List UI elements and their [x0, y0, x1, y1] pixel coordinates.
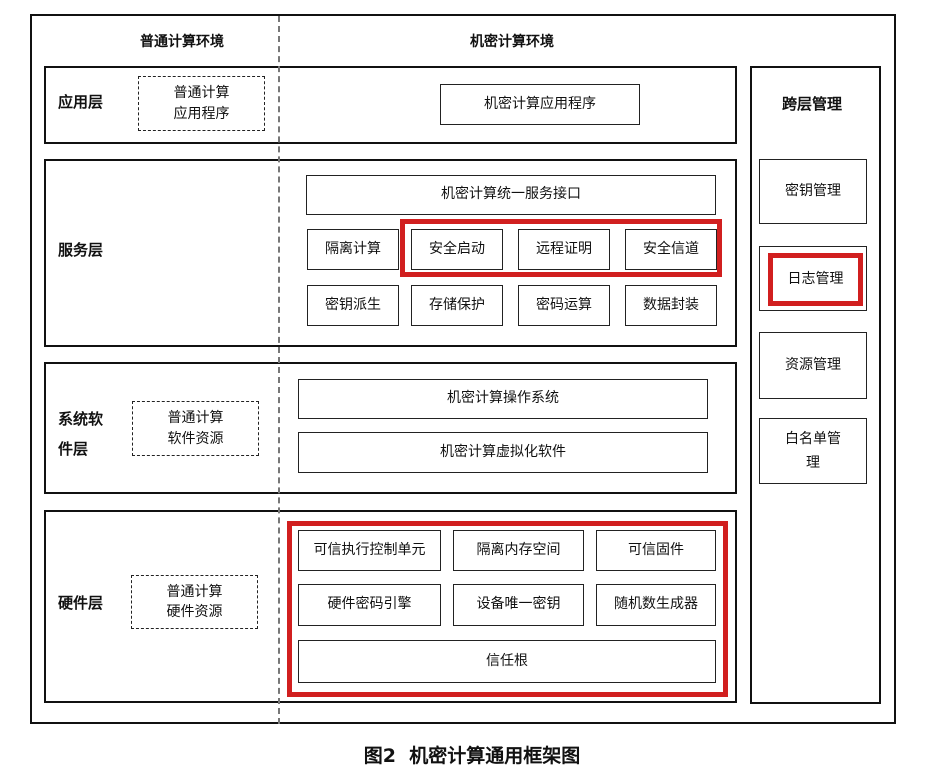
environment-divider	[278, 16, 280, 724]
cross-layer-title: 跨层管理	[782, 95, 843, 113]
service-item-data-sealing: 数据封装	[625, 285, 717, 326]
service-layer-label: 服务层	[58, 241, 104, 259]
cross-item-log-management: 日志管理	[768, 253, 863, 306]
secure-app-box: 机密计算应用程序	[440, 84, 640, 125]
service-highlight-frame	[400, 219, 722, 277]
service-item-crypto-operation: 密码运算	[518, 285, 610, 326]
service-item-remote-attestation: 远程证明	[518, 229, 610, 270]
service-item-key-derivation: 密钥派生	[307, 285, 399, 326]
normal-env-header: 普通计算环境	[140, 34, 224, 50]
hardware-highlight-frame	[287, 521, 728, 697]
unified-service-interface: 机密计算统一服务接口	[306, 175, 716, 215]
normal-software-box: 普通计算 软件资源	[132, 401, 259, 456]
system-layer-label: 系统软 件层	[58, 410, 104, 458]
service-item-storage-protection: 存储保护	[411, 285, 503, 326]
secure-virtualization-box: 机密计算虚拟化软件	[298, 432, 708, 473]
secure-env-header: 机密计算环境	[470, 34, 554, 50]
cross-item-resource-management: 资源管理	[759, 332, 867, 399]
hw-crypto-engine: 硬件密码引擎	[298, 584, 441, 626]
hardware-layer-label: 硬件层	[58, 594, 104, 612]
normal-hardware-box: 普通计算 硬件资源	[131, 575, 258, 629]
service-item-secure-channel: 安全信道	[625, 229, 717, 270]
service-item-isolated-compute: 隔离计算	[307, 229, 399, 270]
hw-trusted-exec-control-unit: 可信执行控制单元	[298, 530, 441, 571]
app-layer-label: 应用层	[58, 93, 104, 111]
secure-os-box: 机密计算操作系统	[298, 379, 708, 419]
normal-app-box: 普通计算 应用程序	[138, 76, 265, 131]
hw-trusted-firmware: 可信固件	[596, 530, 716, 571]
hw-random-number-generator: 随机数生成器	[596, 584, 716, 626]
hw-root-of-trust: 信任根	[298, 640, 716, 683]
service-item-secure-boot: 安全启动	[411, 229, 503, 270]
figure-caption: 图2 机密计算通用框架图	[363, 745, 581, 767]
cross-item-key-management: 密钥管理	[759, 159, 867, 224]
cross-item-whitelist-management: 白名单管 理	[759, 418, 867, 484]
hw-isolated-memory: 隔离内存空间	[453, 530, 584, 571]
hw-device-unique-key: 设备唯一密钥	[453, 584, 584, 626]
